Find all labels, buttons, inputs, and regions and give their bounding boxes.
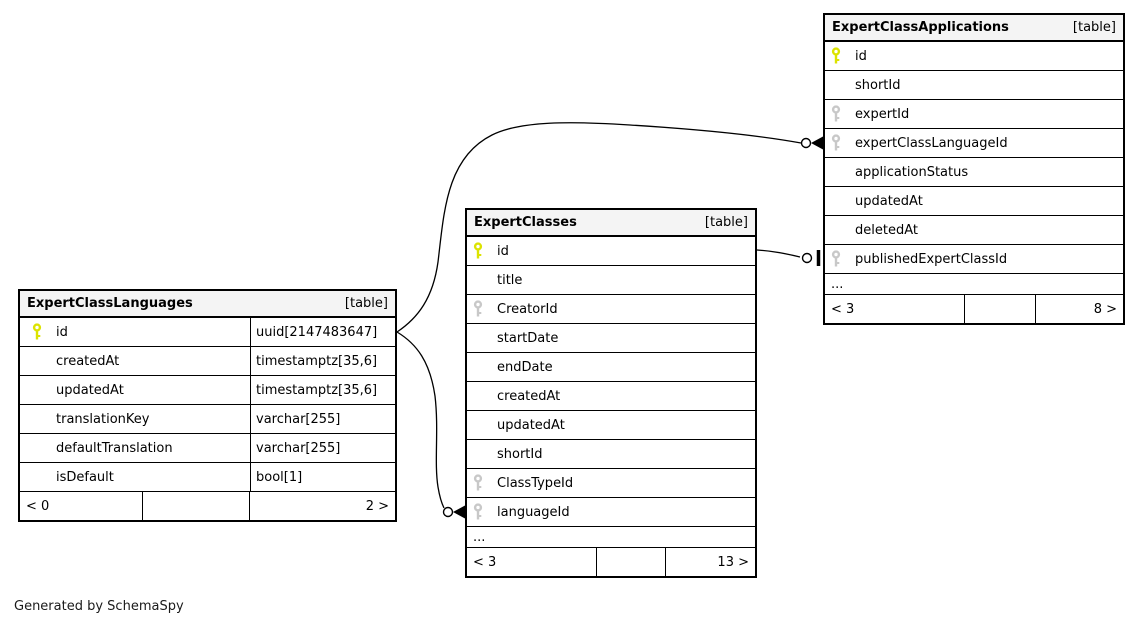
table-header: ExpertClassApplications [table] xyxy=(825,15,1123,42)
column-name-label: title xyxy=(497,272,523,288)
column-row: createdAt timestamptz[35,6] xyxy=(20,347,395,376)
column-row: applicationStatus xyxy=(825,158,1123,187)
column-name-label: publishedExpertClassId xyxy=(855,251,1008,267)
column-type-label: timestamptz[35,6] xyxy=(250,347,395,375)
column-row: shortId xyxy=(467,440,755,469)
column-name-label: deletedAt xyxy=(855,222,918,238)
column-name-label: defaultTranslation xyxy=(56,440,173,456)
zero-cardinality-circle xyxy=(801,252,813,264)
zero-cardinality-circle xyxy=(800,137,812,149)
foreign-key-icon xyxy=(473,503,497,521)
column-row: defaultTranslation varchar[255] xyxy=(20,434,395,463)
zero-cardinality-circle xyxy=(442,506,454,518)
column-row: ClassTypeId xyxy=(467,469,755,498)
column-type-label: varchar[255] xyxy=(250,434,395,462)
column-name-label: startDate xyxy=(497,330,559,346)
column-name-label: createdAt xyxy=(497,388,561,404)
column-row: isDefault bool[1] xyxy=(20,463,395,492)
table-expert-class-applications: ExpertClassApplications [table] id short… xyxy=(823,13,1125,325)
column-row: expertClassLanguageId xyxy=(825,129,1123,158)
column-name-label: applicationStatus xyxy=(855,164,969,180)
table-footer: < 3 13 > xyxy=(467,548,755,576)
table-tag: [table] xyxy=(1072,20,1116,35)
column-name-label: endDate xyxy=(497,359,553,375)
more-columns-ellipsis: ... xyxy=(467,527,755,548)
column-row: id xyxy=(467,237,755,266)
primary-key-icon xyxy=(473,242,497,260)
generated-by-note: Generated by SchemaSpy xyxy=(14,599,184,614)
foreign-key-icon xyxy=(473,300,497,318)
column-name-label: id xyxy=(497,243,509,259)
column-name-label: shortId xyxy=(497,446,543,462)
table-header: ExpertClassLanguages [table] xyxy=(20,291,395,318)
column-name-label: translationKey xyxy=(56,411,150,427)
parent-count: < 0 xyxy=(20,492,143,520)
footer-spacer xyxy=(597,548,666,576)
column-row: translationKey varchar[255] xyxy=(20,405,395,434)
child-count: 2 > xyxy=(365,498,389,514)
column-row: updatedAt timestamptz[35,6] xyxy=(20,376,395,405)
column-name-label: updatedAt xyxy=(855,193,923,209)
column-row: updatedAt xyxy=(467,411,755,440)
column-name-label: id xyxy=(855,48,867,64)
table-title[interactable]: ExpertClasses xyxy=(474,215,577,230)
column-name-label: expertId xyxy=(855,106,910,122)
relationship-languages-to-classes xyxy=(396,331,465,519)
column-row: id uuid[2147483647] xyxy=(20,318,395,347)
footer-spacer xyxy=(143,492,250,520)
column-row: updatedAt xyxy=(825,187,1123,216)
table-title[interactable]: ExpertClassApplications xyxy=(832,20,1009,35)
column-row: endDate xyxy=(467,353,755,382)
many-cardinality-arrow xyxy=(811,136,823,150)
parent-count: < 3 xyxy=(825,295,965,323)
column-name-label: ClassTypeId xyxy=(497,475,574,491)
column-type-label: timestamptz[35,6] xyxy=(250,376,395,404)
primary-key-icon xyxy=(831,47,855,65)
primary-key-icon xyxy=(32,323,56,341)
column-row: id xyxy=(825,42,1123,71)
column-row: startDate xyxy=(467,324,755,353)
table-expert-classes: ExpertClasses [table] id title CreatorId… xyxy=(465,208,757,578)
column-type-label: bool[1] xyxy=(250,463,395,491)
column-type-label: uuid[2147483647] xyxy=(250,318,395,346)
table-title[interactable]: ExpertClassLanguages xyxy=(27,296,193,311)
table-tag: [table] xyxy=(704,215,748,230)
column-name-label: id xyxy=(56,324,68,340)
foreign-key-icon xyxy=(473,474,497,492)
column-name-label: shortId xyxy=(855,77,901,93)
table-footer: < 0 2 > xyxy=(20,492,395,520)
column-name-label: expertClassLanguageId xyxy=(855,135,1008,151)
column-name-label: createdAt xyxy=(56,353,120,369)
column-name-label: isDefault xyxy=(56,469,114,485)
column-type-label: varchar[255] xyxy=(250,405,395,433)
column-name-label: languageId xyxy=(497,504,570,520)
table-header: ExpertClasses [table] xyxy=(467,210,755,237)
column-row: deletedAt xyxy=(825,216,1123,245)
column-name-label: updatedAt xyxy=(497,417,565,433)
column-row: publishedExpertClassId xyxy=(825,245,1123,274)
child-count: 8 > xyxy=(1093,301,1117,317)
child-count: 13 > xyxy=(717,554,749,570)
column-name-label: updatedAt xyxy=(56,382,124,398)
footer-spacer xyxy=(965,295,1036,323)
parent-count: < 3 xyxy=(467,548,597,576)
column-row: CreatorId xyxy=(467,295,755,324)
many-cardinality-arrow xyxy=(453,505,465,519)
foreign-key-icon xyxy=(831,134,855,152)
column-name-label: CreatorId xyxy=(497,301,558,317)
table-tag: [table] xyxy=(344,296,388,311)
column-row: shortId xyxy=(825,71,1123,100)
column-row: title xyxy=(467,266,755,295)
foreign-key-icon xyxy=(831,105,855,123)
foreign-key-icon xyxy=(831,250,855,268)
column-row: expertId xyxy=(825,100,1123,129)
column-row: createdAt xyxy=(467,382,755,411)
more-columns-ellipsis: ... xyxy=(825,274,1123,295)
column-row: languageId xyxy=(467,498,755,527)
relationship-classes-to-applications xyxy=(756,249,821,266)
table-expert-class-languages: ExpertClassLanguages [table] id uuid[214… xyxy=(18,289,397,522)
table-footer: < 3 8 > xyxy=(825,295,1123,323)
